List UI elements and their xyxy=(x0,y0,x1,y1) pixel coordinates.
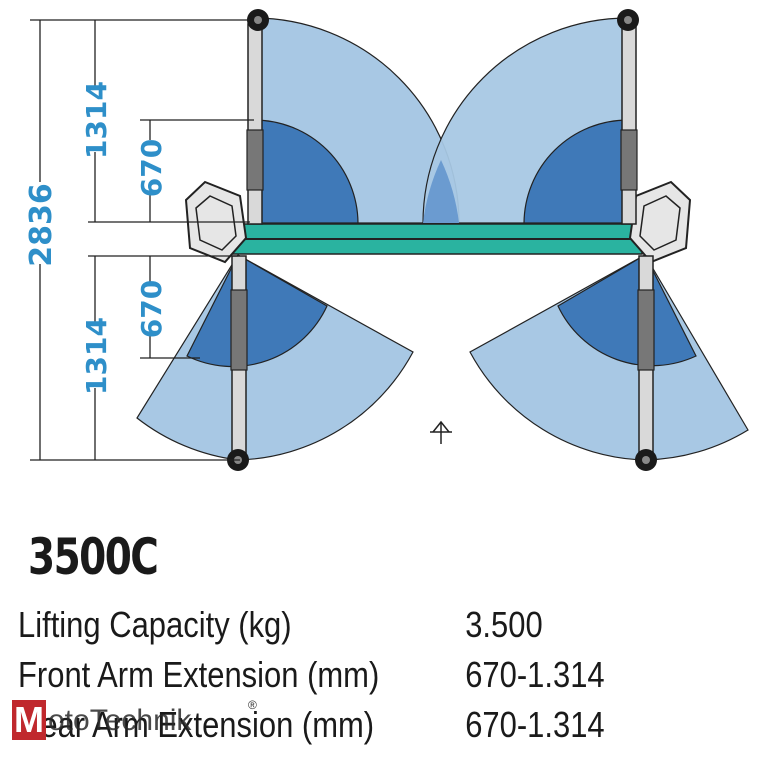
rear-right-arm xyxy=(635,255,657,471)
spec-value: 670-1.314 xyxy=(465,704,605,745)
dimension-front-short: 670 xyxy=(135,139,168,197)
lift-platform xyxy=(231,223,643,255)
model-title: 3500C xyxy=(28,528,159,586)
spec-label: Lifting Capacity (kg) xyxy=(18,604,292,645)
logo-initial: M xyxy=(12,699,46,740)
logo-text: otoTechnik xyxy=(48,704,192,737)
spec-row-rear-arm-extension: Rear Arm Extension (mm) 670-1.314 xyxy=(18,704,605,746)
dimension-rear-long: 1314 xyxy=(80,317,113,395)
spec-label: Front Arm Extension (mm) xyxy=(18,654,380,695)
center-marker-icon xyxy=(430,420,452,444)
rear-left-arm xyxy=(227,255,249,471)
dimension-total: 2836 xyxy=(24,183,59,267)
rear-left-arm-sweep xyxy=(136,254,414,461)
spec-label: Rear Arm Extension (mm) xyxy=(18,704,375,745)
spec-row-lifting-capacity: Lifting Capacity (kg) 3.500 xyxy=(18,604,543,646)
rear-right-arm-sweep xyxy=(469,254,749,461)
lift-arm-diagram: 2836 1314 670 670 1314 xyxy=(24,9,749,471)
dimension-rear-short: 670 xyxy=(135,280,168,338)
dimension-front-long: 1314 xyxy=(80,81,113,159)
spec-value: 670-1.314 xyxy=(465,654,605,695)
front-right-arm xyxy=(617,9,639,225)
front-right-arm-sweep xyxy=(422,17,629,224)
registered-mark: ® xyxy=(248,698,257,712)
front-left-arm xyxy=(246,9,269,225)
spec-value: 3.500 xyxy=(465,604,543,645)
right-post xyxy=(628,180,692,264)
spec-row-front-arm-extension: Front Arm Extension (mm) 670-1.314 xyxy=(18,654,605,696)
